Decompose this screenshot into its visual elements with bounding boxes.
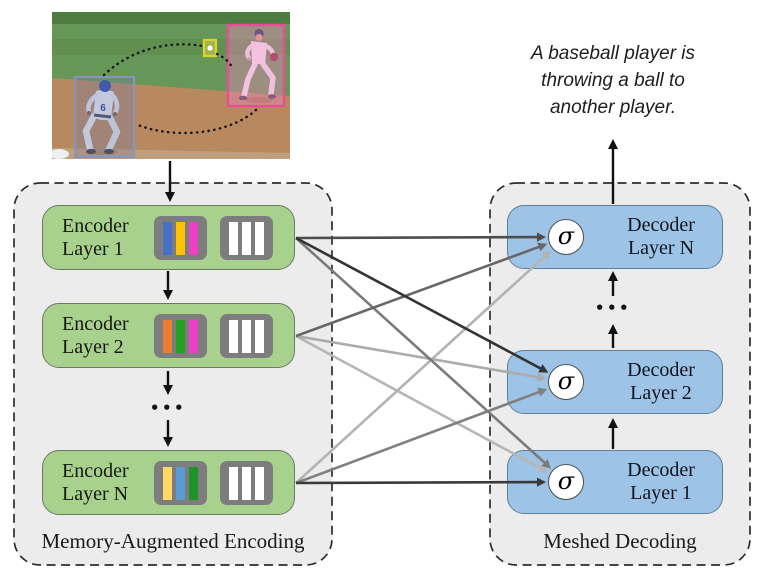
slot-bar: [255, 319, 264, 353]
memory-slots-icon: [154, 216, 207, 260]
decoder-layer-2-box: Decoder Layer 2: [507, 350, 723, 414]
slot-bar: [242, 221, 251, 255]
grass-stripe: [52, 39, 290, 55]
decoder-layer-N-label: Decoder Layer N: [627, 214, 695, 259]
sigma-gate-1: σ: [548, 464, 584, 500]
base-plate: [49, 149, 69, 159]
relation-arc-lower: [136, 108, 258, 135]
grass-dark-band: [52, 12, 290, 24]
left-player-bbox: [73, 75, 136, 159]
encoder-panel-label: Memory-Augmented Encoding: [41, 529, 305, 553]
left-player-figure: 6: [82, 80, 121, 155]
sigma-gate-2: σ: [548, 364, 584, 400]
slot-bar: [229, 221, 238, 255]
slot-bar: [163, 319, 172, 353]
input-photo: 6: [49, 12, 290, 159]
slot-bar: [189, 319, 198, 353]
ball: [207, 45, 213, 51]
memory-slots-icon: [154, 461, 207, 505]
feature-slots-icon: [220, 216, 273, 260]
blue-helmet: [99, 80, 111, 92]
right-player-bbox: [226, 23, 286, 108]
encoder-layer-N-label: Encoder Layer N: [62, 459, 129, 505]
decoder-layer-1-box: Decoder Layer 1: [507, 450, 723, 514]
slot-bar: [189, 466, 198, 500]
decoder-ellipsis: •••: [594, 299, 632, 317]
feature-slots-icon: [220, 314, 273, 358]
memory-slots-icon: [154, 314, 207, 358]
slot-bar: [189, 221, 198, 255]
slot-bar: [242, 466, 251, 500]
decoder-layer-2-label: Decoder Layer 2: [627, 359, 695, 404]
encoder-layer-1-box: Encoder Layer 1: [42, 205, 295, 270]
slot-bar: [176, 466, 185, 500]
right-player-figure: [238, 28, 279, 103]
slot-bar: [242, 319, 251, 353]
encoder-layer-2-box: Encoder Layer 2: [42, 303, 295, 368]
slot-bar: [255, 221, 264, 255]
caption-line-1: A baseball player is: [530, 43, 696, 64]
baseball-glove: [269, 52, 279, 62]
slot-bar: [229, 319, 238, 353]
sigma-gate-N: σ: [548, 219, 584, 255]
slot-bar: [163, 221, 172, 255]
caption-line-3: another player.: [549, 97, 677, 118]
slot-bar: [176, 221, 185, 255]
slot-bar: [229, 466, 238, 500]
relation-arc-upper: [102, 43, 204, 77]
encoder-layer-2-label: Encoder Layer 2: [62, 312, 129, 358]
encoder-ellipsis: •••: [149, 399, 187, 417]
feature-slots-icon: [220, 461, 273, 505]
baseball-photo: 6: [49, 12, 290, 159]
jersey-number: 6: [100, 103, 106, 114]
caption-line-2: throwing a ball to: [541, 70, 685, 91]
slot-bar: [255, 466, 264, 500]
encoder-layer-1-label: Encoder Layer 1: [62, 214, 129, 260]
decoder-panel-label: Meshed Decoding: [543, 529, 697, 553]
slot-bar: [163, 466, 172, 500]
relation-arc-ball: [215, 52, 235, 70]
encoder-layer-N-box: Encoder Layer N: [42, 450, 295, 515]
generated-caption: A baseball player is throwing a ball to …: [503, 40, 723, 121]
decoder-layer-1-label: Decoder Layer 1: [627, 459, 695, 504]
slot-bar: [176, 319, 185, 353]
decoder-layer-N-box: Decoder Layer N: [507, 205, 723, 269]
